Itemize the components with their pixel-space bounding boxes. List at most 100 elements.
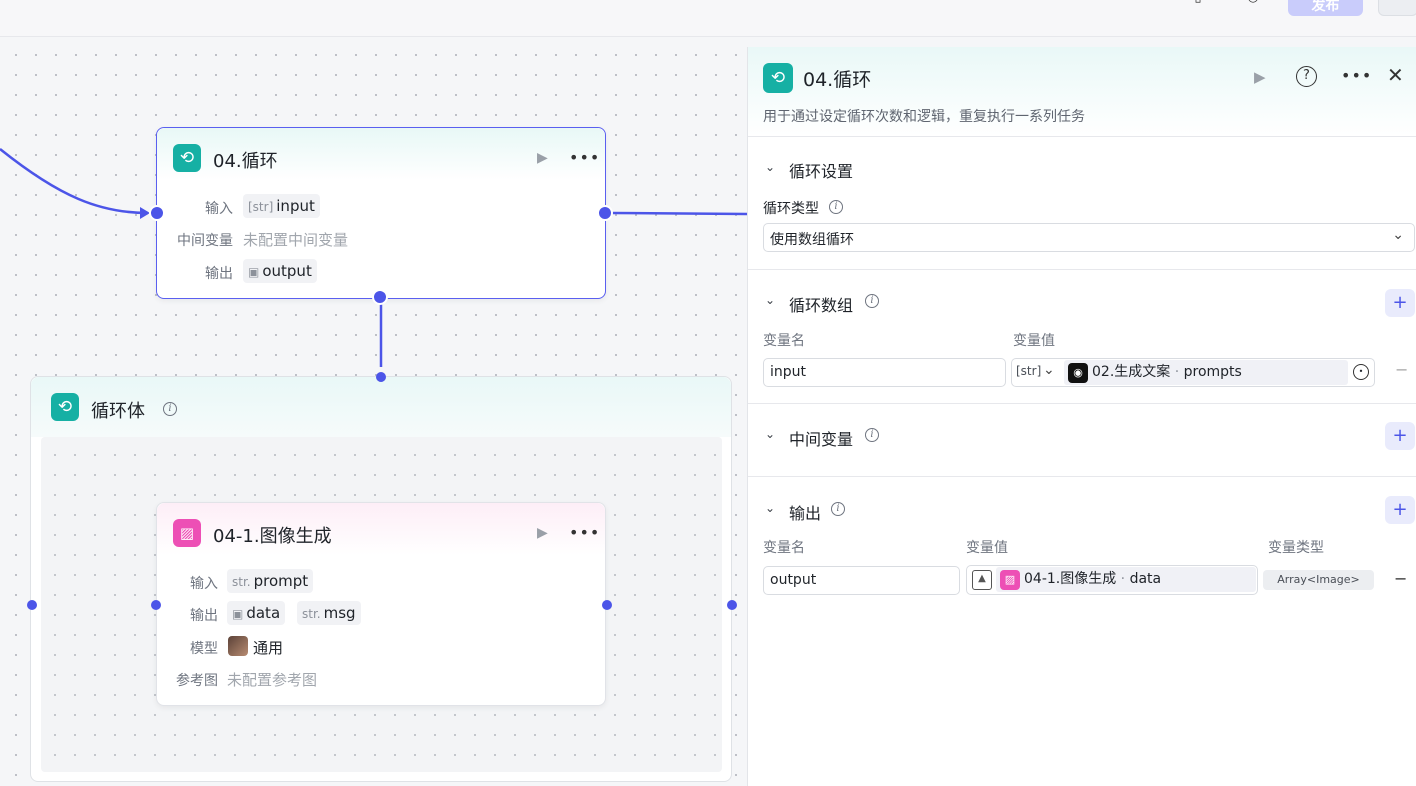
share-button[interactable] [1378, 0, 1416, 16]
divider [748, 403, 1416, 404]
ref-field: data [1129, 571, 1162, 587]
image-array-icon: ▣ [248, 265, 260, 279]
prompt-value: prompt [253, 572, 309, 590]
prompt-chip: str.prompt [227, 569, 314, 593]
loop-type-select[interactable]: 使用数组循环 ⌄ [763, 223, 1415, 252]
info-icon[interactable]: i [829, 200, 843, 214]
reference-text: 04-1.图像生成 · data [1024, 567, 1161, 592]
llm-icon: ◉ [1068, 363, 1088, 383]
chevron-down-icon[interactable]: ⌄ [765, 160, 776, 174]
image-type-icon[interactable]: ▲ [972, 570, 992, 590]
info-icon[interactable]: i [865, 428, 879, 442]
loop-body-end-handle[interactable] [727, 600, 737, 610]
image-icon: ▨ [173, 519, 201, 547]
reference-text: 02.生成文案 · prompts [1092, 360, 1242, 385]
loop-body-handle[interactable] [372, 289, 388, 305]
type-tag: [str] [248, 200, 274, 214]
loop-input-handle[interactable] [149, 205, 165, 221]
array-var-value-field[interactable]: [str] ⌄ ◉ 02.生成文案 · prompts • [1011, 358, 1375, 387]
info-icon[interactable]: i [831, 502, 845, 516]
mid-vars-title[interactable]: 中间变量 [789, 430, 854, 449]
more-icon[interactable]: ••• [569, 148, 601, 167]
chevron-down-icon[interactable]: ⌄ [765, 427, 776, 441]
model-value: 通用 [253, 639, 284, 657]
add-output-button[interactable]: + [1385, 496, 1415, 524]
image-icon: ▨ [1000, 570, 1020, 590]
node-config-panel: ⟲ 04.循环 ▶ ? ••• ✕ 用于通过设定循环次数和逻辑，重复执行一系列任… [747, 47, 1416, 786]
input-label: 输入 [205, 201, 233, 217]
document-icon[interactable]: ▯ [1188, 0, 1208, 6]
add-mid-var-button[interactable]: + [1385, 422, 1415, 450]
ref-source: 04-1.图像生成 [1024, 571, 1117, 587]
output-label: 输出 [205, 266, 233, 282]
more-icon[interactable]: ••• [569, 523, 601, 542]
help-icon[interactable]: ? [1296, 66, 1317, 87]
wire-loop-out [611, 211, 747, 216]
image-gen-node[interactable]: ▨ 04-1.图像生成 ▶ ••• 输入 str.prompt 输出 ▣data… [156, 502, 606, 706]
chevron-down-icon[interactable]: ⌄ [765, 501, 776, 515]
remove-row-icon[interactable]: − [1395, 360, 1409, 379]
divider [748, 476, 1416, 477]
type-select[interactable]: [str] [1016, 364, 1042, 378]
reference-chip[interactable]: ▨ 04-1.图像生成 · data [996, 567, 1256, 592]
chevron-down-icon[interactable]: ⌄ [765, 293, 776, 307]
model-avatar [228, 636, 248, 656]
column-var-type: 变量类型 [1268, 540, 1324, 556]
loop-array-title[interactable]: 循环数组 [789, 296, 854, 315]
mid-var-label: 中间变量 [177, 233, 233, 249]
more-icon[interactable]: ••• [1341, 66, 1373, 85]
data-value: data [246, 604, 281, 622]
close-icon[interactable]: ✕ [1387, 63, 1404, 87]
play-icon[interactable]: ▶ [537, 525, 548, 541]
ref-separator: · [1116, 571, 1130, 587]
ref-field: prompts [1183, 364, 1242, 380]
input-chip: [str]input [243, 194, 320, 218]
array-var-name-input[interactable]: input [763, 358, 1006, 387]
info-icon[interactable]: i [865, 294, 879, 308]
add-array-button[interactable]: + [1385, 289, 1415, 317]
chevron-down-icon[interactable]: ⌄ [1043, 362, 1055, 378]
wire-arrow-head [140, 207, 150, 219]
image-input-handle[interactable] [151, 600, 161, 610]
history-icon[interactable]: ◷ [1243, 0, 1263, 6]
loop-settings-title[interactable]: 循环设置 [789, 162, 854, 181]
loop-body-title: 循环体 [91, 401, 145, 422]
loop-body-start-handle[interactable] [27, 600, 37, 610]
panel-description: 用于通过设定循环次数和逻辑，重复执行一系列任务 [763, 109, 1085, 125]
ref-source: 02.生成文案 [1092, 364, 1171, 380]
loop-node[interactable]: ⟲ 04.循环 ▶ ••• 输入 [str]input 中间变量 未配置中间变量… [156, 127, 606, 299]
column-var-value: 变量值 [966, 540, 1008, 556]
loop-node-title: 04.循环 [213, 151, 278, 172]
loop-body-top-handle[interactable] [376, 372, 386, 382]
image-output-handle[interactable] [602, 600, 612, 610]
image-gen-title: 04-1.图像生成 [213, 526, 332, 547]
output-var-value-field[interactable]: ▲ ▨ 04-1.图像生成 · data [966, 565, 1258, 595]
msg-chip: str.msg [297, 601, 361, 625]
loop-icon: ⟲ [763, 63, 793, 93]
loop-output-handle[interactable] [597, 205, 613, 221]
target-icon[interactable]: • [1353, 364, 1369, 380]
publish-button[interactable]: 发布 [1288, 0, 1363, 16]
chevron-down-icon: ⌄ [1392, 227, 1404, 243]
column-var-name: 变量名 [763, 333, 805, 349]
msg-value: msg [323, 604, 356, 622]
info-icon[interactable]: i [163, 402, 177, 416]
output-var-name-input[interactable]: output [763, 566, 960, 595]
output-chip: ▣output [243, 259, 317, 283]
loop-type-label: 循环类型 [763, 201, 819, 217]
outputs-title[interactable]: 输出 [789, 504, 822, 523]
play-icon[interactable]: ▶ [537, 150, 548, 166]
output-label: 输出 [190, 608, 218, 624]
run-icon[interactable]: ▶ [1254, 68, 1266, 86]
ref-image-label: 参考图 [176, 673, 218, 689]
input-label: 输入 [190, 576, 218, 592]
output-type-tag: Array<Image> [1263, 570, 1374, 590]
remove-row-icon[interactable]: − [1394, 569, 1408, 588]
workflow-canvas[interactable]: ⟲ 04.循环 ▶ ••• 输入 [str]input 中间变量 未配置中间变量… [0, 37, 747, 786]
data-chip: ▣data [227, 601, 286, 625]
panel-header: ⟲ 04.循环 ▶ ? ••• ✕ 用于通过设定循环次数和逻辑，重复执行一系列任… [748, 47, 1416, 137]
reference-chip[interactable]: ◉ 02.生成文案 · prompts [1064, 360, 1348, 385]
column-var-value: 变量值 [1013, 333, 1055, 349]
mid-var-value: 未配置中间变量 [243, 231, 349, 249]
top-toolbar: ▯ ◷ 发布 [0, 0, 1416, 37]
